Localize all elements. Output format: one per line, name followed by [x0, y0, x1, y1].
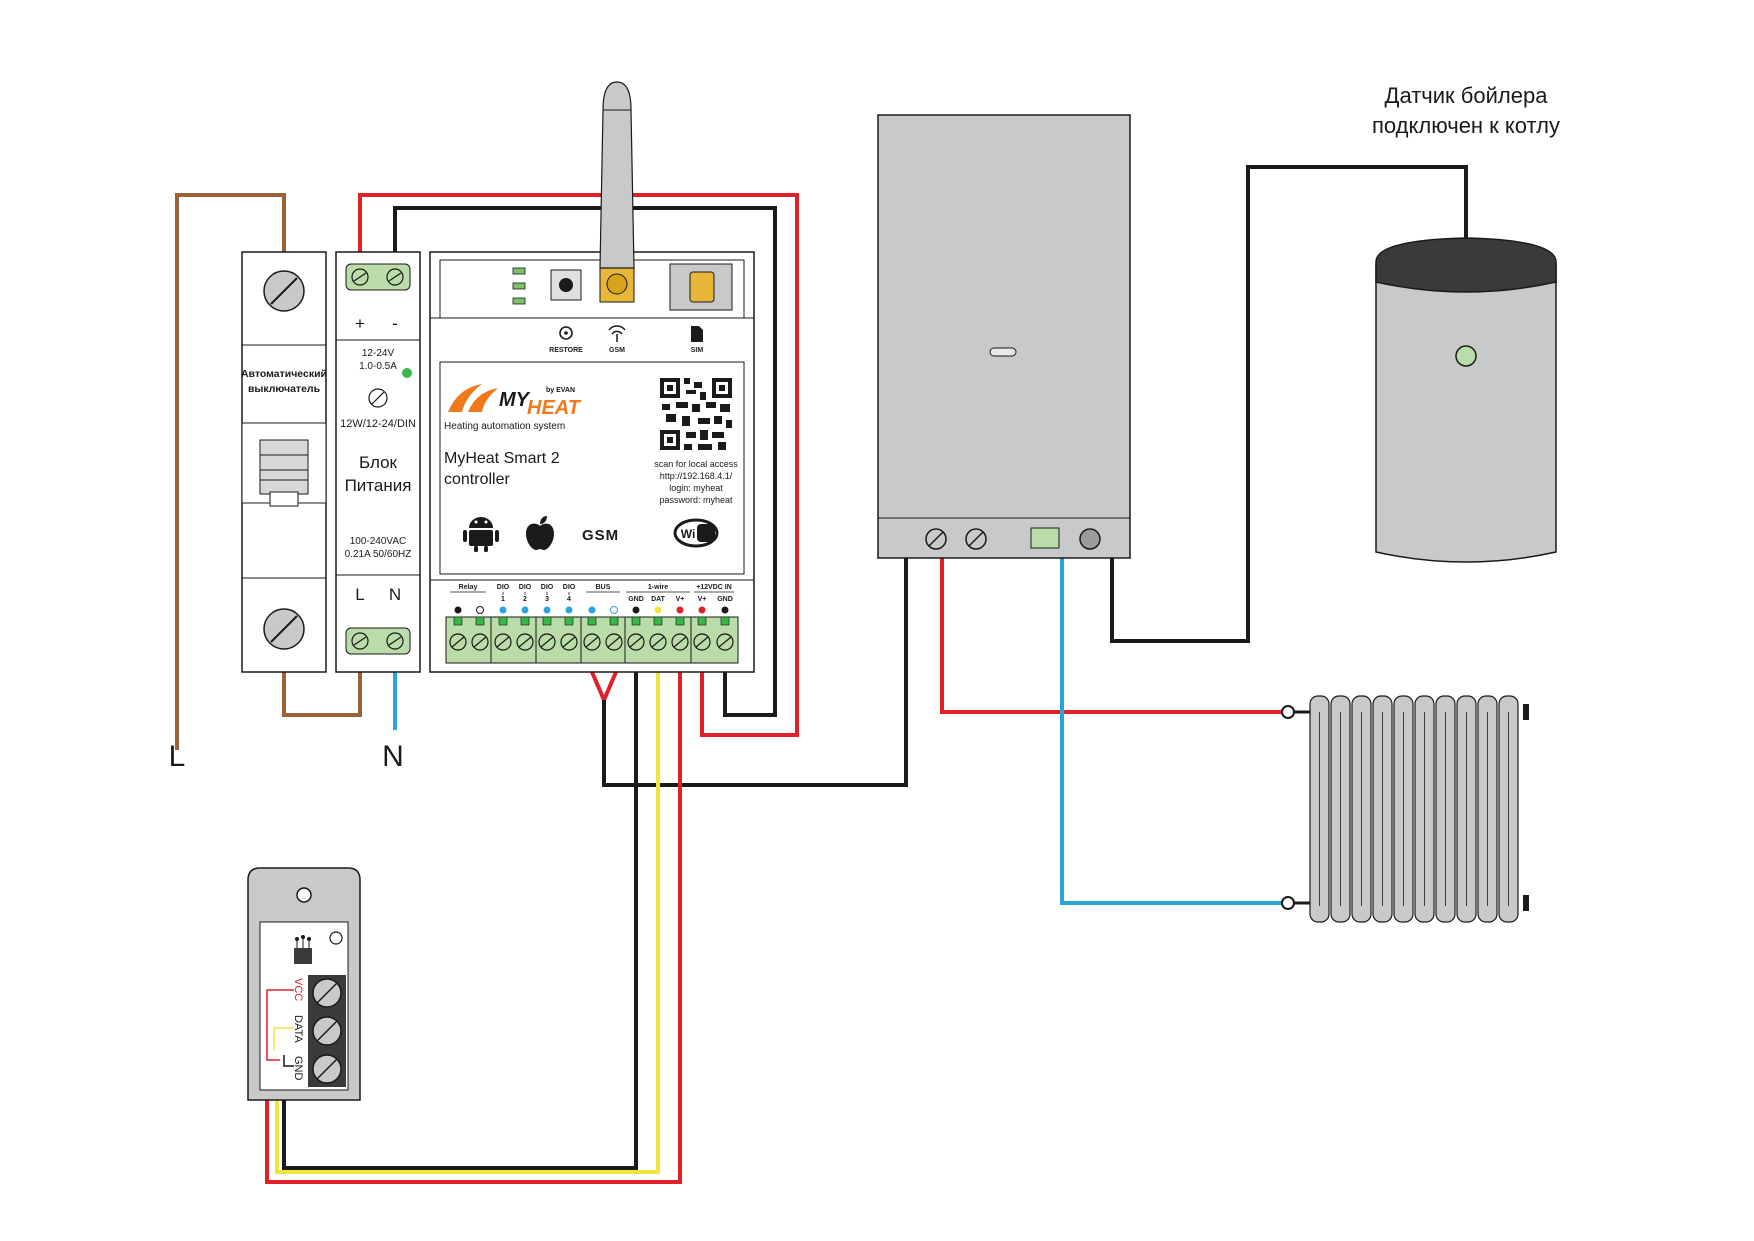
- label-dio3: DIO: [541, 584, 554, 591]
- wire-red-psu-plus: [358, 193, 799, 737]
- wifi-logo-text: Wi Fi: [681, 527, 710, 541]
- brand-by: by EVAN: [546, 387, 575, 394]
- status-led-1: [512, 267, 526, 275]
- wire-black-sensor-gnd: [282, 672, 638, 1170]
- sensor-vcc-label: VCC: [292, 978, 304, 1001]
- psu-status-led: [402, 368, 412, 378]
- wire-brown-line: [175, 193, 286, 750]
- psu-input-current: 0.21A 50/60HZ: [345, 549, 412, 560]
- breaker-lever[interactable]: [269, 491, 299, 507]
- temperature-sensor: VCC DATA GND: [247, 867, 361, 1101]
- label-bus: BUS: [596, 584, 611, 591]
- sensor-data-label: DATA: [292, 1015, 304, 1043]
- restore-icon: [559, 326, 573, 340]
- psu-model: 12W/12-24/DIN: [340, 418, 416, 430]
- boiler-indicator: [989, 347, 1017, 357]
- myheat-controller: RESTORE GSM SIM MY HEAT by EVAN Heating …: [429, 81, 755, 673]
- sensor-gnd-label: GND: [292, 1056, 304, 1081]
- caption-line2: подключен к котлу: [1372, 113, 1560, 138]
- brand-my: MY: [499, 389, 531, 411]
- water-heater-tank: [1375, 237, 1557, 563]
- label-vplus: V+: [676, 596, 685, 603]
- label-dio1: DIO: [497, 584, 510, 591]
- psu-name-line2: Питания: [345, 476, 412, 495]
- wire-yellow-sensor-data: [275, 672, 660, 1174]
- mains-line-label: L: [169, 740, 186, 773]
- qr-caption: scan for local access: [654, 459, 738, 469]
- local-url[interactable]: http://192.168.4.1/: [660, 471, 733, 481]
- gsm-logo-icon: GSM: [582, 527, 619, 544]
- water-heater-sensor-icon: [1455, 345, 1477, 367]
- psu-terminal-l: L: [355, 585, 364, 604]
- breaker-label-line2: выключатель: [248, 383, 321, 395]
- apple-icon: [526, 516, 554, 550]
- android-icon: [463, 517, 499, 552]
- radiator: [1281, 695, 1529, 923]
- terminal-screws: [449, 616, 734, 663]
- boiler-green-terminal: [1030, 527, 1060, 549]
- psu-output-voltage: 12-24V: [362, 348, 395, 359]
- product-line1: MyHeat Smart 2: [444, 450, 560, 467]
- qr-code-icon: [660, 378, 732, 450]
- wire-black-boiler-sensor: [1110, 165, 1468, 643]
- wifi-logo-icon: Wi Fi: [673, 518, 719, 548]
- psu-minus-label: -: [392, 314, 398, 333]
- password-text: password: myheat: [659, 495, 733, 505]
- gsm-signal-icon: [608, 325, 626, 342]
- tagline: Heating automation system: [444, 421, 565, 432]
- label-dio4-num: 4: [567, 596, 571, 603]
- label-dat: DAT: [651, 596, 666, 603]
- gas-boiler: [877, 114, 1131, 559]
- status-led-2: [512, 282, 526, 290]
- breaker-label-line1: Автоматический: [241, 368, 327, 380]
- label-dio4: DIO: [563, 584, 576, 591]
- brand-heat: HEAT: [527, 397, 582, 419]
- gsm-label: GSM: [609, 347, 625, 354]
- label-gnd: GND: [628, 596, 644, 603]
- label-pwr-vplus: V+: [698, 596, 707, 603]
- terminal-indicators: [454, 606, 729, 614]
- psu-output-current: 1.0-0.5A: [359, 361, 397, 372]
- label-dio2-num: 2: [523, 596, 527, 603]
- sensor-chip-icon: [294, 935, 312, 964]
- label-pwr-gnd: GND: [717, 596, 733, 603]
- wire-red-sensor-vcc: [265, 672, 682, 1184]
- psu-plus-label: +: [355, 314, 365, 333]
- mains-neutral-label: N: [382, 740, 404, 773]
- psu-terminal-n: N: [389, 585, 401, 604]
- caption-line1: Датчик бойлера: [1385, 83, 1549, 108]
- circuit-breaker: Автоматический выключатель: [241, 251, 327, 673]
- label-dio2: DIO: [519, 584, 532, 591]
- restore-label: RESTORE: [549, 347, 583, 354]
- sim-label: SIM: [691, 347, 704, 354]
- wire-blue-boiler-return: [1060, 558, 1282, 905]
- wire-black-relay-to-boiler: [602, 558, 908, 787]
- sensor-board-hole-icon: [329, 931, 343, 945]
- login-text: login: myheat: [669, 483, 723, 493]
- psu-name-line1: Блок: [359, 453, 398, 472]
- psu-input-voltage: 100-240VAC: [350, 536, 407, 547]
- status-led-3: [512, 297, 526, 305]
- label-dio3-num: 3: [545, 596, 549, 603]
- terminal-labels: Relay DIO 1 DIO 2 DIO 3 DIO 4 BUS 1-wire…: [459, 584, 733, 603]
- radiator-bottom-valve-icon: [1281, 896, 1310, 910]
- myheat-logo-icon: MY HEAT by EVAN: [448, 384, 582, 419]
- wire-red-relay: [590, 671, 618, 706]
- label-dio1-num: 1: [501, 596, 505, 603]
- boiler-knob-icon: [1079, 528, 1101, 550]
- wire-black-psu-minus: [393, 206, 777, 717]
- label-onewire: 1-wire: [648, 584, 668, 591]
- gsm-logo-text: GSM: [582, 527, 619, 544]
- label-power-in: +12VDC IN: [696, 584, 732, 591]
- sim-icon: [691, 326, 703, 342]
- radiator-top-valve-icon: [1281, 705, 1310, 719]
- sensor-mount-hole-icon: [296, 887, 312, 903]
- product-line2: controller: [444, 471, 510, 488]
- wire-red-boiler-supply: [940, 558, 1282, 714]
- wire-brown-breaker-to-psu: [282, 672, 362, 717]
- wires: [175, 165, 1468, 1184]
- power-supply: + - 12-24V 1.0-0.5A 12W/12-24/DIN Блок П…: [335, 251, 421, 673]
- label-relay: Relay: [459, 584, 478, 591]
